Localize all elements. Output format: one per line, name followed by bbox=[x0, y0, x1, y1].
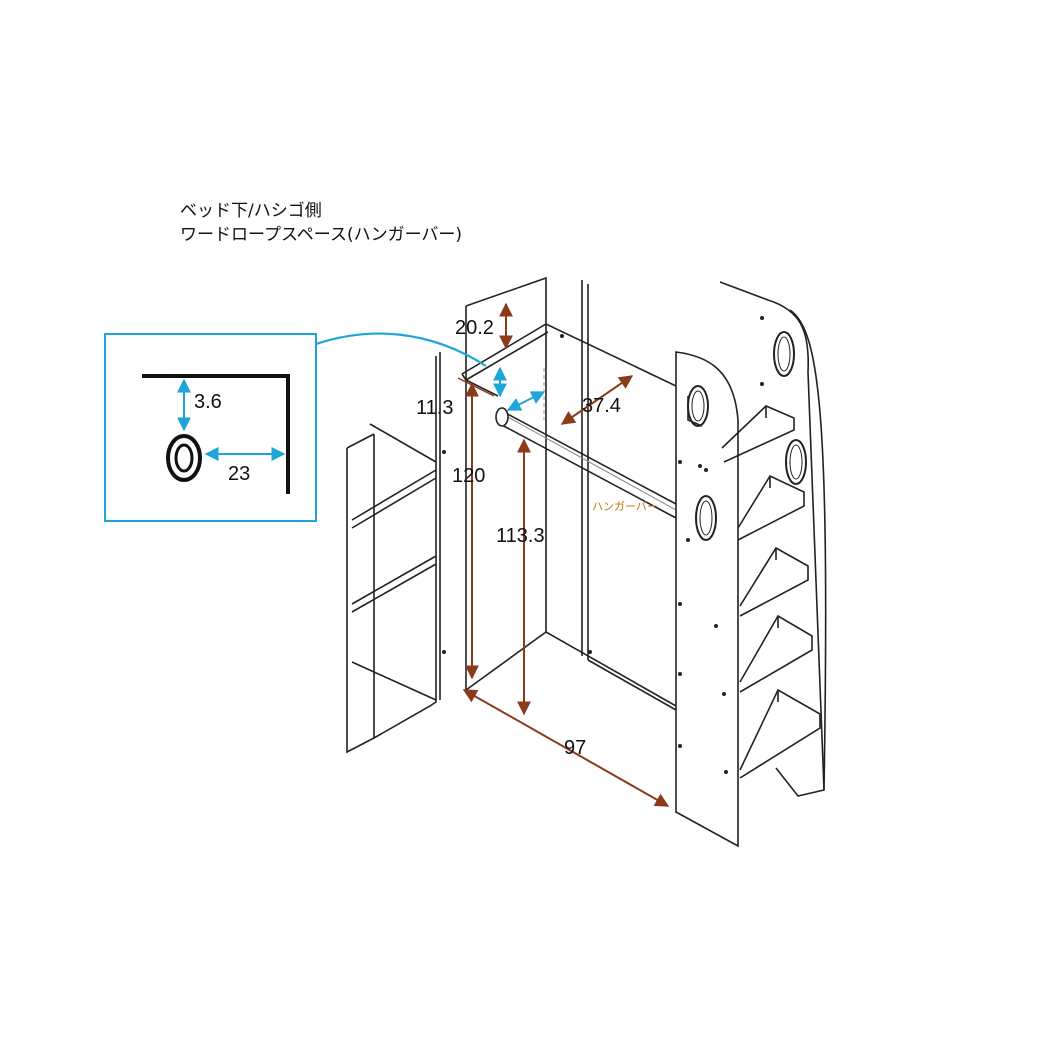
detail-inset bbox=[104, 333, 317, 522]
dim-label-120: 120 bbox=[452, 465, 485, 487]
dim-label-11-3: 11.3 bbox=[416, 397, 453, 419]
diagram-title-line-2: ワードロープスペース(ハンガーバー) bbox=[180, 225, 463, 245]
screw-holes bbox=[442, 316, 764, 774]
detail-label-3-6: 3.6 bbox=[194, 391, 222, 413]
dim-arrow-97 bbox=[462, 689, 670, 807]
dim-arrow-11-3 bbox=[457, 377, 495, 397]
left-shelf-unit bbox=[346, 352, 441, 754]
wardrobe-frame bbox=[461, 276, 677, 711]
diagram-title-line-1: ベッド下/ハシゴ側 bbox=[180, 201, 322, 221]
hanger-bar-label: ハンガーバー bbox=[592, 500, 658, 513]
dim-label-97: 97 bbox=[564, 737, 586, 759]
dim-label-37-4: 37.4 bbox=[582, 395, 621, 417]
dim-label-113-3: 113.3 bbox=[496, 525, 545, 547]
dimension-arrows bbox=[457, 302, 670, 807]
detail-label-23: 23 bbox=[228, 463, 250, 485]
ladder-panel bbox=[675, 281, 827, 848]
dim-label-20-2: 20.2 bbox=[455, 317, 494, 339]
bar-detail-arrows bbox=[315, 332, 546, 420]
dim-arrow-37-4 bbox=[560, 375, 634, 425]
